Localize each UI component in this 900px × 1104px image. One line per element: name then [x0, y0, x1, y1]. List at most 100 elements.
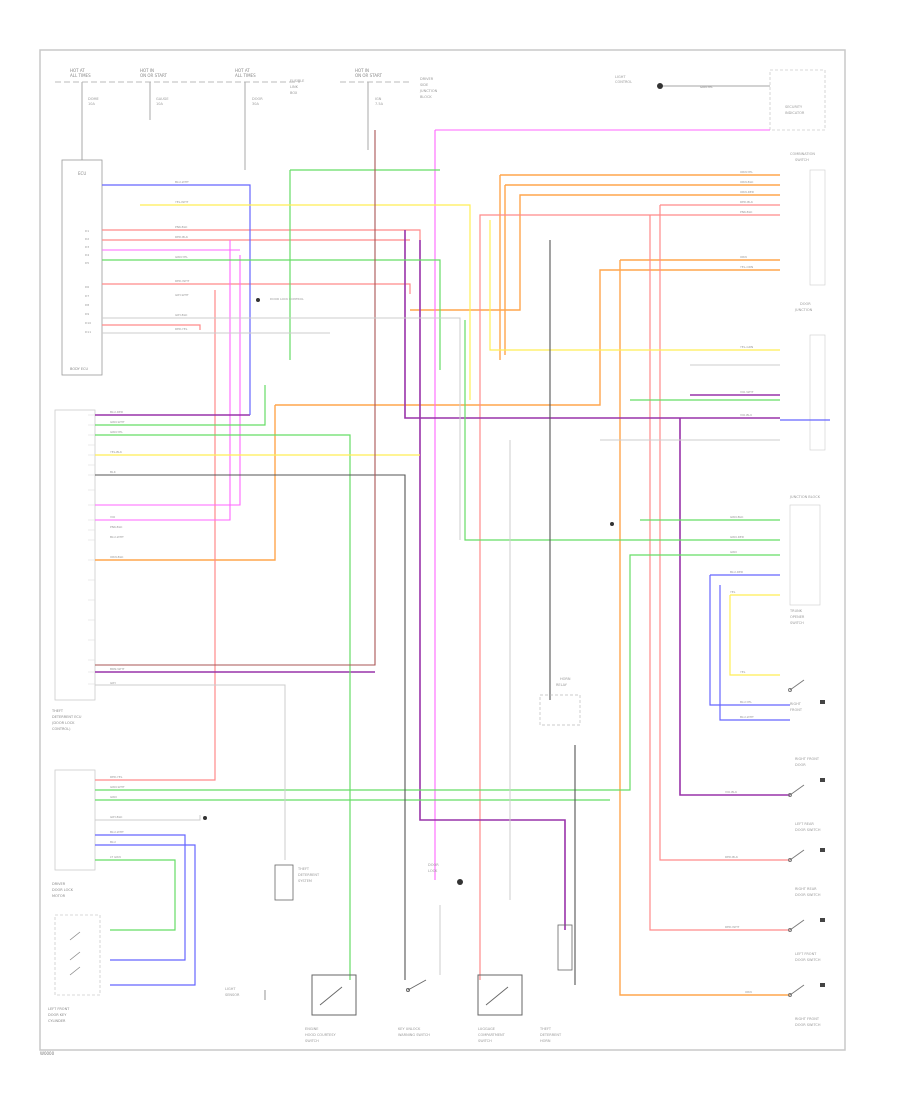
svg-text:SECURITY: SECURITY — [785, 105, 803, 109]
svg-text:FRONT: FRONT — [790, 708, 803, 712]
svg-text:BLU-RED: BLU-RED — [110, 410, 124, 414]
svg-text:DOOR: DOOR — [800, 302, 811, 306]
svg-text:HORN: HORN — [540, 1039, 551, 1043]
svg-text:BLU-RED: BLU-RED — [730, 570, 744, 574]
svg-text:ALL TIMES: ALL TIMES — [70, 73, 91, 78]
svg-text:TRUNK: TRUNK — [789, 609, 803, 613]
svg-text:VIO: VIO — [110, 515, 116, 519]
svg-text:D10: D10 — [85, 321, 91, 325]
svg-text:D1: D1 — [85, 229, 89, 233]
svg-text:DOME: DOME — [88, 97, 99, 101]
svg-text:ORN-RED: ORN-RED — [740, 190, 755, 194]
svg-text:D11: D11 — [85, 330, 91, 334]
door-switches — [788, 679, 805, 997]
diagram-frame — [39, 49, 846, 1051]
svg-text:JUNCTION: JUNCTION — [794, 308, 813, 312]
page-code: W0000 — [40, 1051, 55, 1056]
svg-text:BLU-WHT: BLU-WHT — [175, 180, 189, 184]
svg-text:D2: D2 — [85, 237, 89, 241]
svg-text:D9: D9 — [85, 312, 89, 316]
svg-text:10A: 10A — [156, 102, 163, 106]
svg-text:ENGINE: ENGINE — [305, 1027, 318, 1031]
wires-magenta — [95, 129, 770, 880]
svg-text:SYSTEM: SYSTEM — [298, 879, 312, 883]
svg-text:BLK: BLK — [110, 470, 117, 474]
svg-text:GRN-YEL: GRN-YEL — [110, 430, 123, 434]
svg-text:RIGHT FRONT: RIGHT FRONT — [795, 757, 820, 761]
svg-text:BLU-WHT: BLU-WHT — [110, 535, 124, 539]
svg-text:SWITCH: SWITCH — [795, 158, 809, 162]
svg-text:COMPARTMENT: COMPARTMENT — [478, 1033, 506, 1037]
svg-text:GRN-BLK: GRN-BLK — [730, 515, 744, 519]
svg-text:ORN-BLK: ORN-BLK — [740, 180, 754, 184]
svg-text:SWITCH: SWITCH — [790, 621, 804, 625]
svg-text:DOOR: DOOR — [428, 863, 439, 867]
driver-door-switch: LEFT FRONT DOOR KEY CYLINDER — [48, 914, 101, 1023]
svg-text:ALL TIMES: ALL TIMES — [235, 73, 256, 78]
wires-pink — [95, 204, 790, 980]
svg-text:ON OR START: ON OR START — [140, 73, 168, 78]
svg-text:THEFT: THEFT — [539, 1027, 552, 1031]
svg-text:RELAY: RELAY — [556, 683, 568, 687]
svg-text:GAUGE: GAUGE — [156, 97, 169, 101]
svg-text:SIDE: SIDE — [420, 83, 428, 87]
junction-dots — [203, 298, 614, 884]
svg-text:D4: D4 — [85, 253, 89, 257]
svg-text:LEFT FRONT: LEFT FRONT — [48, 1007, 70, 1011]
svg-text:HOT IN: HOT IN — [355, 68, 369, 73]
svg-text:YEL-BLK: YEL-BLK — [110, 450, 123, 454]
wires-black — [95, 240, 576, 985]
svg-text:LEFT FRONT: LEFT FRONT — [795, 952, 817, 956]
svg-text:DOOR SWITCH: DOOR SWITCH — [795, 958, 821, 962]
svg-text:ORN: ORN — [745, 990, 752, 994]
svg-text:DOOR LOCK CONTROL: DOOR LOCK CONTROL — [270, 297, 304, 301]
svg-text:SWITCH: SWITCH — [478, 1039, 492, 1043]
svg-text:LINK: LINK — [290, 85, 299, 89]
svg-text:RIGHT FRONT: RIGHT FRONT — [795, 1017, 820, 1021]
svg-text:PNK-BLK: PNK-BLK — [110, 525, 123, 529]
svg-text:IGN: IGN — [375, 97, 382, 101]
wires-grey — [95, 317, 780, 975]
svg-text:GRN-RED: GRN-RED — [730, 535, 745, 539]
svg-text:RED-BLK: RED-BLK — [740, 200, 754, 204]
svg-text:LEFT REAR: LEFT REAR — [795, 822, 814, 826]
svg-text:DRIVER: DRIVER — [52, 882, 66, 886]
svg-text:PNK-BLK: PNK-BLK — [175, 225, 188, 229]
svg-text:RIGHT: RIGHT — [790, 702, 802, 706]
svg-text:ORN-BLK: ORN-BLK — [110, 555, 124, 559]
svg-text:DETERRENT: DETERRENT — [298, 873, 320, 877]
svg-text:GRN: GRN — [730, 550, 737, 554]
security-indicator: LIGHT CONTROL GRN-YEL SECURITY INDICATOR — [615, 69, 826, 131]
svg-text:D6: D6 — [85, 285, 89, 289]
svg-text:YEL-WHT: YEL-WHT — [175, 200, 189, 204]
svg-text:JUNCTION: JUNCTION — [419, 89, 438, 93]
bottom-components: ENGINE HOOD COURTESY SWITCH KEY UNLOCK W… — [225, 677, 581, 1043]
svg-text:THEFT: THEFT — [297, 867, 310, 871]
svg-text:BLU: BLU — [110, 840, 116, 844]
switch-grounds — [820, 700, 825, 987]
svg-text:DOOR SWITCH: DOOR SWITCH — [795, 828, 821, 832]
svg-text:LIGHT: LIGHT — [615, 75, 626, 79]
svg-text:(DOOR LOCK: (DOOR LOCK — [52, 721, 75, 725]
svg-text:MOTOR: MOTOR — [52, 894, 66, 898]
svg-text:LIGHT: LIGHT — [225, 987, 236, 991]
ecu-top: ECU BODY ECU — [61, 159, 103, 376]
svg-text:HOT AT: HOT AT — [70, 68, 85, 73]
svg-text:BLU-WHT: BLU-WHT — [110, 830, 124, 834]
svg-text:BRN-WHT: BRN-WHT — [110, 667, 125, 671]
svg-text:D8: D8 — [85, 303, 89, 307]
svg-text:HOT IN: HOT IN — [140, 68, 154, 73]
right-connectors: COMBINATION SWITCH DOOR JUNCTION JUNCTIO… — [789, 152, 826, 606]
svg-text:GRN-WHT: GRN-WHT — [110, 420, 125, 424]
svg-text:YEL-GRN: YEL-GRN — [740, 345, 753, 349]
svg-text:ON OR START: ON OR START — [355, 73, 383, 78]
svg-text:KEY UNLOCK: KEY UNLOCK — [398, 1027, 421, 1031]
svg-text:SWITCH: SWITCH — [305, 1039, 319, 1043]
svg-text:BLU-WHT: BLU-WHT — [740, 715, 754, 719]
svg-text:RED-YEL: RED-YEL — [110, 775, 123, 779]
svg-text:CONTROL: CONTROL — [615, 80, 632, 84]
svg-text:YEL: YEL — [730, 590, 736, 594]
